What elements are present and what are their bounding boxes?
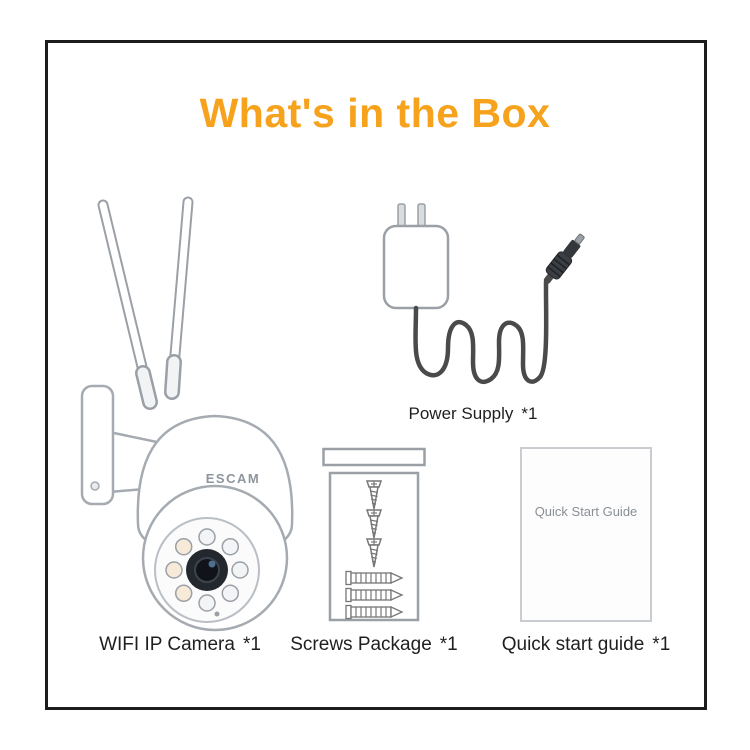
camera-antenna-right-icon [164, 196, 194, 400]
power-supply-label: Power Supply*1 [408, 404, 538, 423]
dc-connector-icon [543, 233, 585, 284]
camera-illustration: ESCAM [80, 196, 294, 632]
camera-lens-icon [186, 549, 228, 591]
camera-qty: *1 [242, 634, 261, 655]
camera-mic-dot [214, 611, 220, 617]
guide-cover-title: Quick Start Guide [534, 504, 638, 519]
power-cable [413, 279, 549, 385]
power-supply-qty: *1 [521, 404, 538, 423]
page-title: What's in the Box [199, 90, 551, 136]
adapter-body [382, 224, 450, 310]
camera-label: WIFI IP Camera*1 [99, 634, 261, 655]
screws-label: Screws Package*1 [290, 634, 458, 655]
camera-brand-text: ESCAM [206, 471, 260, 486]
plug-prongs-icon [397, 203, 426, 231]
power-supply-illustration [382, 203, 585, 385]
screws-bag-header [322, 447, 426, 467]
screws-package-illustration [322, 447, 426, 622]
guide-label: Quick start guide*1 [501, 634, 671, 655]
camera-led-ring [165, 528, 249, 612]
quick-start-guide-cover: Quick Start Guide [520, 447, 652, 622]
screws-qty: *1 [439, 634, 458, 655]
guide-qty: *1 [652, 634, 671, 655]
camera-antenna-left-icon [97, 199, 158, 410]
